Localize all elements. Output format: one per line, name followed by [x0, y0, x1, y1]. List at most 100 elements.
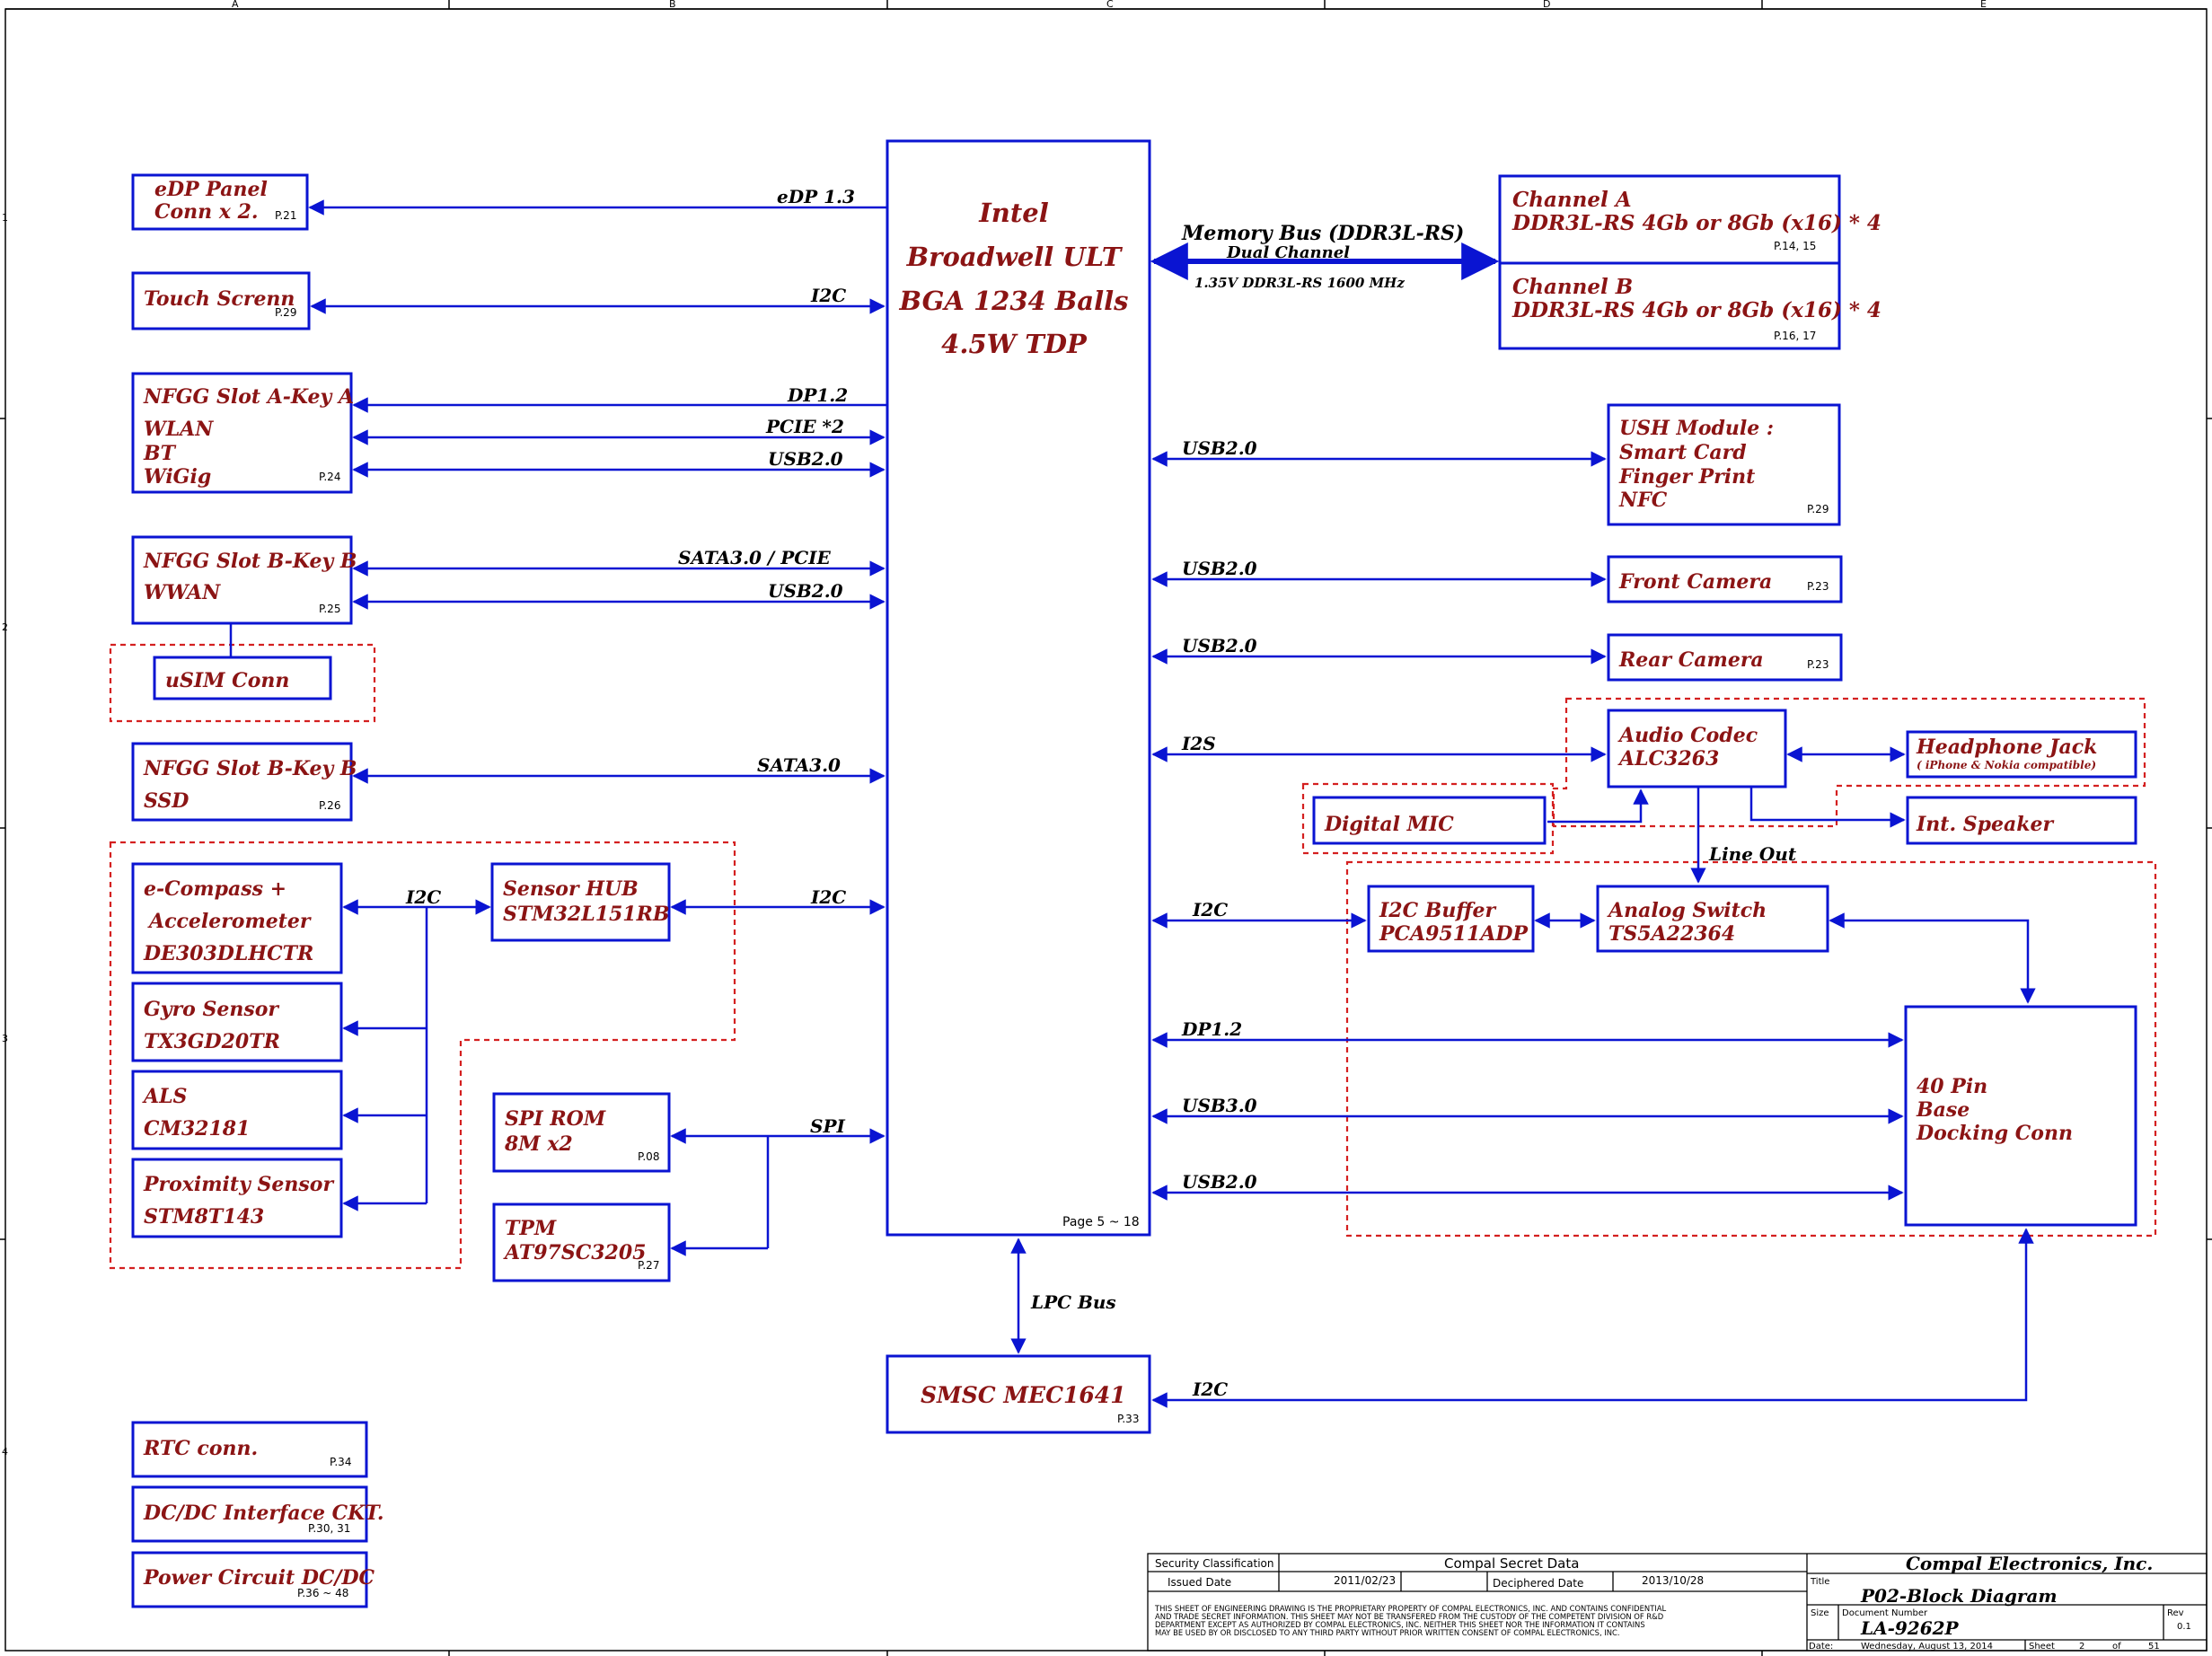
- sensor-group: [109, 841, 736, 1270]
- als-line-1: ALS: [142, 1085, 187, 1108]
- headphone-jack-block: Headphone Jack ( iPhone & Nokia compatib…: [1906, 730, 2137, 779]
- dock-line-2: Base: [1916, 1098, 1970, 1122]
- audio-group: [1552, 697, 2146, 828]
- of-value: 51: [2148, 1642, 2160, 1652]
- touch-screen-block: Touch Screnn P.29: [131, 271, 311, 330]
- line-out-label: Line Out: [1708, 843, 1797, 865]
- zone-col-d: D: [1543, 0, 1550, 10]
- usim-line-1: uSIM Conn: [165, 669, 289, 692]
- ngff-b-line-1: NFGG Slot B-Key B: [143, 550, 357, 573]
- channel-b-desc: DDR3L-RS 4Gb or 8Gb (x16) * 4: [1511, 298, 1882, 322]
- ush-line-4: NFC: [1618, 489, 1668, 512]
- usim-block: uSIM Conn: [153, 656, 332, 700]
- ec-i2c-label: I2C: [1192, 1379, 1228, 1400]
- zone-labels: A B C D E 1 2 3 4: [2, 0, 1987, 1458]
- ngff-a-line-3: BT: [143, 442, 177, 465]
- rtc-block: RTC conn. P.34: [131, 1421, 368, 1478]
- sensorhub-line-2: STM32L151RB: [503, 903, 670, 926]
- title-block: [1147, 1553, 2208, 1652]
- memory-mode-label: Dual Channel: [1226, 243, 1350, 262]
- rtc-line-1: RTC conn.: [143, 1437, 258, 1460]
- rev-value: 0.1: [2177, 1622, 2191, 1632]
- cpu-line-2: Broadwell ULT: [906, 242, 1124, 272]
- zone-row-2: 2: [2, 621, 8, 633]
- gyro-line-1: Gyro Sensor: [144, 998, 279, 1021]
- prox-line-2: STM8T143: [144, 1205, 264, 1229]
- audio-codec-block: Audio Codec ALC3263: [1607, 709, 1787, 788]
- memory-bus-label: Memory Bus (DDR3L-RS): [1181, 222, 1464, 245]
- aswitch-line-2: TS5A22364: [1608, 922, 1735, 946]
- headphone-note: ( iPhone & Nokia compatible): [1917, 759, 2096, 771]
- cpu-line-1: Intel: [978, 198, 1049, 228]
- sensorhub-line-1: Sensor HUB: [503, 877, 639, 901]
- dock-bus-2: USB3.0: [1182, 1095, 1257, 1116]
- spirom-line-2: 8M x2: [504, 1132, 573, 1156]
- prox-line-1: Proximity Sensor: [143, 1173, 334, 1196]
- rear-cam-page: P.23: [1807, 658, 1829, 671]
- issued-label: Issued Date: [1168, 1576, 1231, 1589]
- lpc-label: LPC Bus: [1030, 1291, 1116, 1313]
- ssd-line-2: SSD: [144, 789, 189, 813]
- rev-label: Rev: [2167, 1608, 2184, 1618]
- ec-name: SMSC MEC1641: [921, 1382, 1126, 1408]
- channel-a-desc: DDR3L-RS 4Gb or 8Gb (x16) * 4: [1511, 211, 1882, 235]
- cpu-block: Intel Broadwell ULT BGA 1234 Balls 4.5W …: [886, 139, 1151, 1237]
- ngff-b-bus-1: SATA3.0 / PCIE: [678, 547, 832, 568]
- als-line-2: CM32181: [144, 1117, 250, 1141]
- digital-mic-block: Digital MIC: [1312, 796, 1547, 845]
- dmic-line-1: Digital MIC: [1324, 813, 1454, 836]
- notice-line-1: THIS SHEET OF ENGINEERING DRAWING IS THE…: [1154, 1604, 1667, 1613]
- codec-line-2: ALC3263: [1617, 747, 1719, 771]
- headphone-line-1: Headphone Jack: [1916, 736, 2097, 759]
- ecompass-line-2: Accelerometer: [147, 910, 312, 933]
- ush-line-1: USH Module :: [1619, 417, 1774, 440]
- dock-bus-3: USB2.0: [1182, 1171, 1257, 1193]
- sensor-hub-block: Sensor HUB STM32L151RB: [490, 862, 671, 942]
- edp-page: P.21: [275, 209, 296, 222]
- spirom-line-1: SPI ROM: [505, 1107, 606, 1131]
- ec-block: SMSC MEC1641 P.33: [886, 1354, 1151, 1434]
- ngff-a-bus-1: DP1.2: [787, 384, 848, 406]
- ush-line-3: Finger Print: [1618, 465, 1755, 489]
- ngff-a-bus-2: PCIE *2: [765, 416, 844, 437]
- codec-line-1: Audio Codec: [1617, 724, 1758, 747]
- dcdc-page: P.30, 31: [308, 1522, 350, 1535]
- rtc-page: P.34: [330, 1456, 351, 1468]
- channel-b-title: Channel B: [1512, 275, 1633, 299]
- touch-line-1: Touch Screnn: [144, 287, 295, 311]
- analog-switch-block: Analog Switch TS5A22364: [1596, 885, 1829, 953]
- zone-row-4: 4: [2, 1446, 8, 1458]
- sheet-value: 2: [2079, 1642, 2084, 1652]
- zone-col-b: B: [669, 0, 676, 10]
- ec-dock-wire: [1151, 1228, 2034, 1408]
- speaker-block: Int. Speaker: [1906, 796, 2137, 845]
- ecompass-line-1: e-Compass +: [144, 877, 286, 901]
- ecompass-block: e-Compass + Accelerometer DE303DLHCTR: [131, 862, 343, 974]
- tpm-line-2: AT97SC3205: [503, 1241, 646, 1264]
- sensor-i2c-label: I2C: [405, 886, 441, 908]
- docnum-value: LA-9262P: [1860, 1617, 1960, 1639]
- edp-panel-block: eDP Panel Conn x 2. P.21: [131, 173, 309, 231]
- usim-group: [109, 643, 376, 723]
- power-block: Power Circuit DC/DC P.36 ~ 48: [131, 1551, 375, 1608]
- i2cbuf-bus-label: I2C: [1192, 899, 1228, 920]
- spi-bus: [670, 1128, 886, 1256]
- company-name: Compal Electronics, Inc.: [1906, 1553, 2153, 1574]
- zone-col-a: A: [232, 0, 239, 10]
- deciphered-value: 2013/10/28: [1642, 1574, 1704, 1587]
- ngff-b-page: P.25: [319, 603, 340, 615]
- memory-channel-b: Channel B DDR3L-RS 4Gb or 8Gb (x16) * 4 …: [1498, 261, 1882, 350]
- size-label: Size: [1811, 1608, 1829, 1618]
- i2cbuf-line-2: PCA9511ADP: [1379, 922, 1529, 946]
- i2s-label: I2S: [1181, 733, 1216, 754]
- touch-page: P.29: [275, 306, 296, 319]
- zone-col-c: C: [1106, 0, 1114, 10]
- ecompass-line-3: DE303DLHCTR: [143, 942, 313, 965]
- ngff-a-line-1: NFGG Slot A-Key A: [143, 385, 354, 409]
- dmic-wire: [1547, 788, 1649, 824]
- ush-module-block: USH Module : Smart Card Finger Print NFC…: [1607, 403, 1841, 526]
- ngff-b-line-2: WWAN: [144, 581, 221, 604]
- i2c-buffer-block: I2C Buffer PCA9511ADP: [1367, 885, 1535, 953]
- dcdc-block: DC/DC Interface CKT. P.30, 31: [131, 1485, 384, 1543]
- i2cbuf-line-1: I2C Buffer: [1379, 899, 1497, 922]
